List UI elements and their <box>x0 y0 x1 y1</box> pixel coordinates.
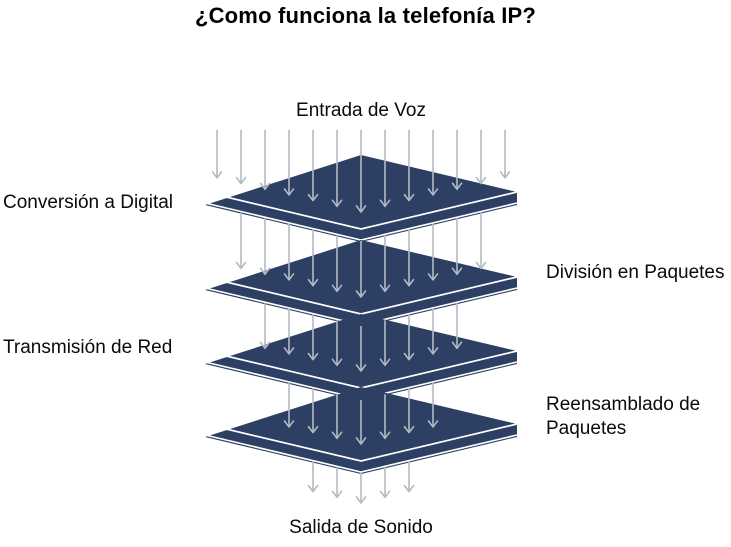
label-layer-reassembly: Reensamblado de Paquetes <box>546 394 701 439</box>
arrow-head-icon <box>307 425 319 434</box>
arrow-head-icon <box>307 352 319 361</box>
arrow-head-icon <box>379 199 391 208</box>
arrow-head-icon <box>379 284 391 293</box>
arrow-head-icon <box>427 273 439 281</box>
arrow-head-icon <box>499 171 511 179</box>
arrow-head-icon <box>331 431 343 440</box>
arrow-head-icon <box>475 261 487 270</box>
arrow-head-icon <box>355 205 367 213</box>
arrow-head-icon <box>379 490 391 499</box>
arrow-head-icon <box>235 176 247 185</box>
arrow-head-icon <box>451 267 463 276</box>
arrow-head-icon <box>403 484 415 493</box>
label-layer-transmission: Transmisión de Red <box>3 337 173 358</box>
arrow-head-icon <box>331 358 343 367</box>
arrow-head-icon <box>307 193 319 202</box>
arrow-head-icon <box>451 341 463 350</box>
arrow-head-icon <box>283 347 295 355</box>
arrow-head-icon <box>379 358 391 367</box>
arrow-head-icon <box>475 176 487 185</box>
arrow-head-icon <box>355 290 367 298</box>
arrow-band-3 <box>283 382 439 445</box>
arrow-head-icon <box>259 341 271 350</box>
arrow-head-icon <box>379 431 391 440</box>
arrow-head-icon <box>307 278 319 287</box>
arrow-head-icon <box>427 420 439 428</box>
arrow-head-icon <box>331 199 343 208</box>
arrow-head-icon <box>355 496 367 504</box>
label-layer-division: División en Paquetes <box>546 262 725 283</box>
arrow-head-icon <box>355 364 367 372</box>
arrow-head-icon <box>451 182 463 191</box>
arrow-band-0 <box>211 130 511 213</box>
arrow-head-icon <box>235 261 247 270</box>
arrow-head-icon <box>259 267 271 276</box>
arrow-head-icon <box>427 188 439 196</box>
arrow-head-icon <box>403 425 415 434</box>
arrow-head-icon <box>211 171 223 179</box>
arrow-head-icon <box>307 484 319 493</box>
arrow-head-icon <box>331 284 343 293</box>
plate-front-edge-line <box>204 423 518 462</box>
arrow-head-icon <box>427 347 439 355</box>
arrow-head-icon <box>403 193 415 202</box>
arrow-band-1 <box>235 212 487 298</box>
arrow-band-2 <box>259 303 463 372</box>
plate-bottom-edge-line <box>204 434 518 473</box>
arrow-head-icon <box>259 182 271 191</box>
arrow-head-icon <box>283 420 295 428</box>
page-title: ¿Como funciona la telefonía IP? <box>194 3 537 28</box>
arrow-head-icon <box>331 490 343 499</box>
arrow-head-icon <box>355 437 367 445</box>
arrow-head-icon <box>283 188 295 196</box>
label-layer-conversion: Conversión a Digital <box>3 192 174 213</box>
plate-front-edge-line <box>204 191 518 230</box>
arrow-band-4 <box>307 461 415 504</box>
label-voice-input: Entrada de Voz <box>296 100 426 121</box>
label-sound-output: Salida de Sonido <box>289 517 433 538</box>
arrow-head-icon <box>403 352 415 361</box>
arrow-head-icon <box>283 273 295 281</box>
arrow-head-icon <box>403 278 415 287</box>
